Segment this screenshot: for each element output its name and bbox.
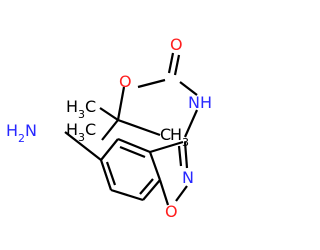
molecule-drawing: O O NH H 2 N N O H 3 C H 3 C C H 3	[6, 35, 212, 221]
bond-carbonyl-1	[167, 52, 175, 74]
bond-c3-n	[183, 141, 189, 169]
bond-inner-1	[119, 145, 146, 159]
bond-ester-o-tertc	[116, 86, 126, 121]
bond-tertc-methyl-mid	[101, 119, 119, 141]
bond-c4-c5	[100, 138, 119, 161]
amine-subscript: 2	[18, 132, 25, 145]
bond-c7-c7a	[142, 179, 161, 201]
bond-c3-n-2	[177, 145, 183, 167]
methyl-top-h-label: H	[66, 97, 78, 116]
bond-c3a-c3	[149, 140, 184, 154]
bond-c3a-c4	[117, 137, 151, 154]
methyl-mid-c-label: C	[85, 120, 96, 139]
nh-label: NH	[188, 93, 212, 112]
amine-n-label: N	[25, 121, 37, 140]
carbonyl-o-label: O	[170, 35, 183, 54]
ring-o-label: O	[165, 202, 178, 221]
amine-h-label: H	[6, 121, 18, 140]
bond-c5-c6	[99, 159, 113, 191]
bond-inner-3	[139, 178, 154, 195]
methyl-top-subscript: 3	[78, 108, 85, 121]
bond-c7a-c3a	[148, 151, 162, 181]
bond-c6-c7	[110, 188, 144, 202]
structure-canvas: O O NH H 2 N N O H 3 C H 3 C C H 3	[6, 35, 212, 221]
methyl-mid-subscript: 3	[78, 131, 85, 144]
bond-nh-c3	[183, 109, 199, 138]
bond-c5-amine	[64, 131, 102, 161]
bond-c-nh	[179, 81, 198, 96]
methyl-right-c-label: C	[160, 125, 171, 144]
ring-n-label: N	[182, 168, 194, 187]
ester-o-label: O	[119, 72, 132, 91]
bond-c-ester-o	[137, 78, 166, 89]
bond-tertc-methyl-top	[99, 107, 119, 121]
bond-o-c7a	[158, 179, 170, 206]
bond-tertc-methyl-right	[117, 118, 161, 137]
methyl-mid-h-label: H	[66, 120, 78, 139]
bond-inner-2	[105, 161, 117, 186]
bond-n-o	[175, 185, 188, 202]
methyl-right-h-label: H	[170, 125, 182, 144]
methyl-top-c-label: C	[85, 97, 96, 116]
bond-carbonyl-2	[173, 54, 181, 76]
methyl-right-subscript: 3	[182, 136, 189, 149]
